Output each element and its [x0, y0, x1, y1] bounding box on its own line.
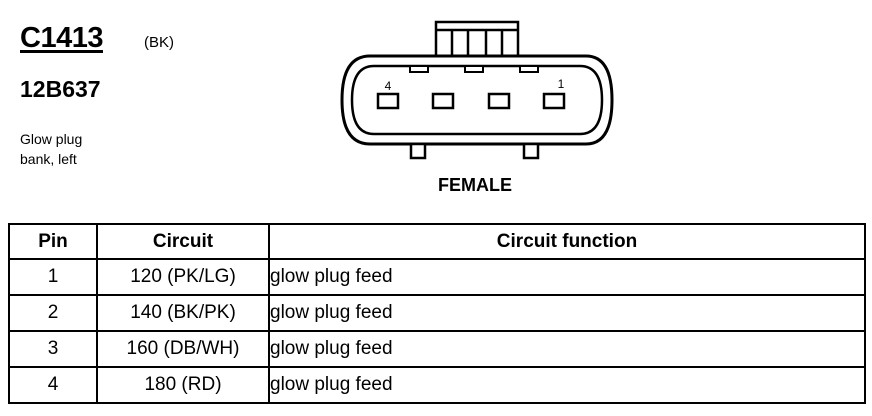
row-pin: 3 — [10, 332, 98, 368]
table-row: 3 160 (DB/WH) glow plug feed — [10, 332, 864, 368]
description-line-1: Glow plug — [20, 131, 83, 147]
header-circuit-function: Circuit function — [270, 225, 864, 260]
connector-id: C1413 — [20, 22, 103, 54]
row-pin: 4 — [10, 368, 98, 402]
row-function: glow plug feed — [270, 332, 864, 368]
keying-notches — [409, 65, 539, 73]
pin-cavity-1 — [542, 92, 566, 110]
row-circuit: 140 (BK/PK) — [98, 296, 270, 332]
connector-color-code: (BK) — [144, 34, 174, 51]
pin-cavity-3 — [431, 92, 455, 110]
row-circuit: 160 (DB/WH) — [98, 332, 270, 368]
table-header-row: Pin Circuit Circuit function — [10, 225, 864, 260]
row-function: glow plug feed — [270, 260, 864, 296]
row-circuit: 180 (RD) — [98, 368, 270, 402]
connector-gender-label: FEMALE — [438, 175, 512, 195]
connector-description: Glow plug bank, left — [20, 129, 140, 169]
connector-housing-outer — [340, 54, 614, 146]
housing-feet — [409, 142, 540, 160]
table-row: 2 140 (BK/PK) glow plug feed — [10, 296, 864, 332]
row-circuit: 120 (PK/LG) — [98, 260, 270, 296]
connector-housing-inner — [350, 64, 604, 136]
pin-cavity-4 — [376, 92, 400, 110]
header-pin: Pin — [10, 225, 98, 260]
header-circuit: Circuit — [98, 225, 270, 260]
description-line-2: bank, left — [20, 151, 77, 167]
row-pin: 1 — [10, 260, 98, 296]
pinout-table: Pin Circuit Circuit function 1 120 (PK/L… — [8, 223, 866, 404]
pin-cavities — [376, 92, 566, 110]
connector-face-diagram: 4 1 — [340, 20, 614, 160]
table-row: 1 120 (PK/LG) glow plug feed — [10, 260, 864, 296]
row-function: glow plug feed — [270, 374, 393, 395]
pin-label-1: 1 — [558, 77, 565, 91]
pin-label-4: 4 — [385, 79, 392, 93]
pin-cavity-2 — [487, 92, 511, 110]
row-pin: 2 — [10, 296, 98, 332]
row-function: glow plug feed — [270, 296, 864, 332]
table-row: 4 180 (RD) glow plug feed — [10, 368, 864, 402]
part-number: 12B637 — [20, 76, 101, 102]
